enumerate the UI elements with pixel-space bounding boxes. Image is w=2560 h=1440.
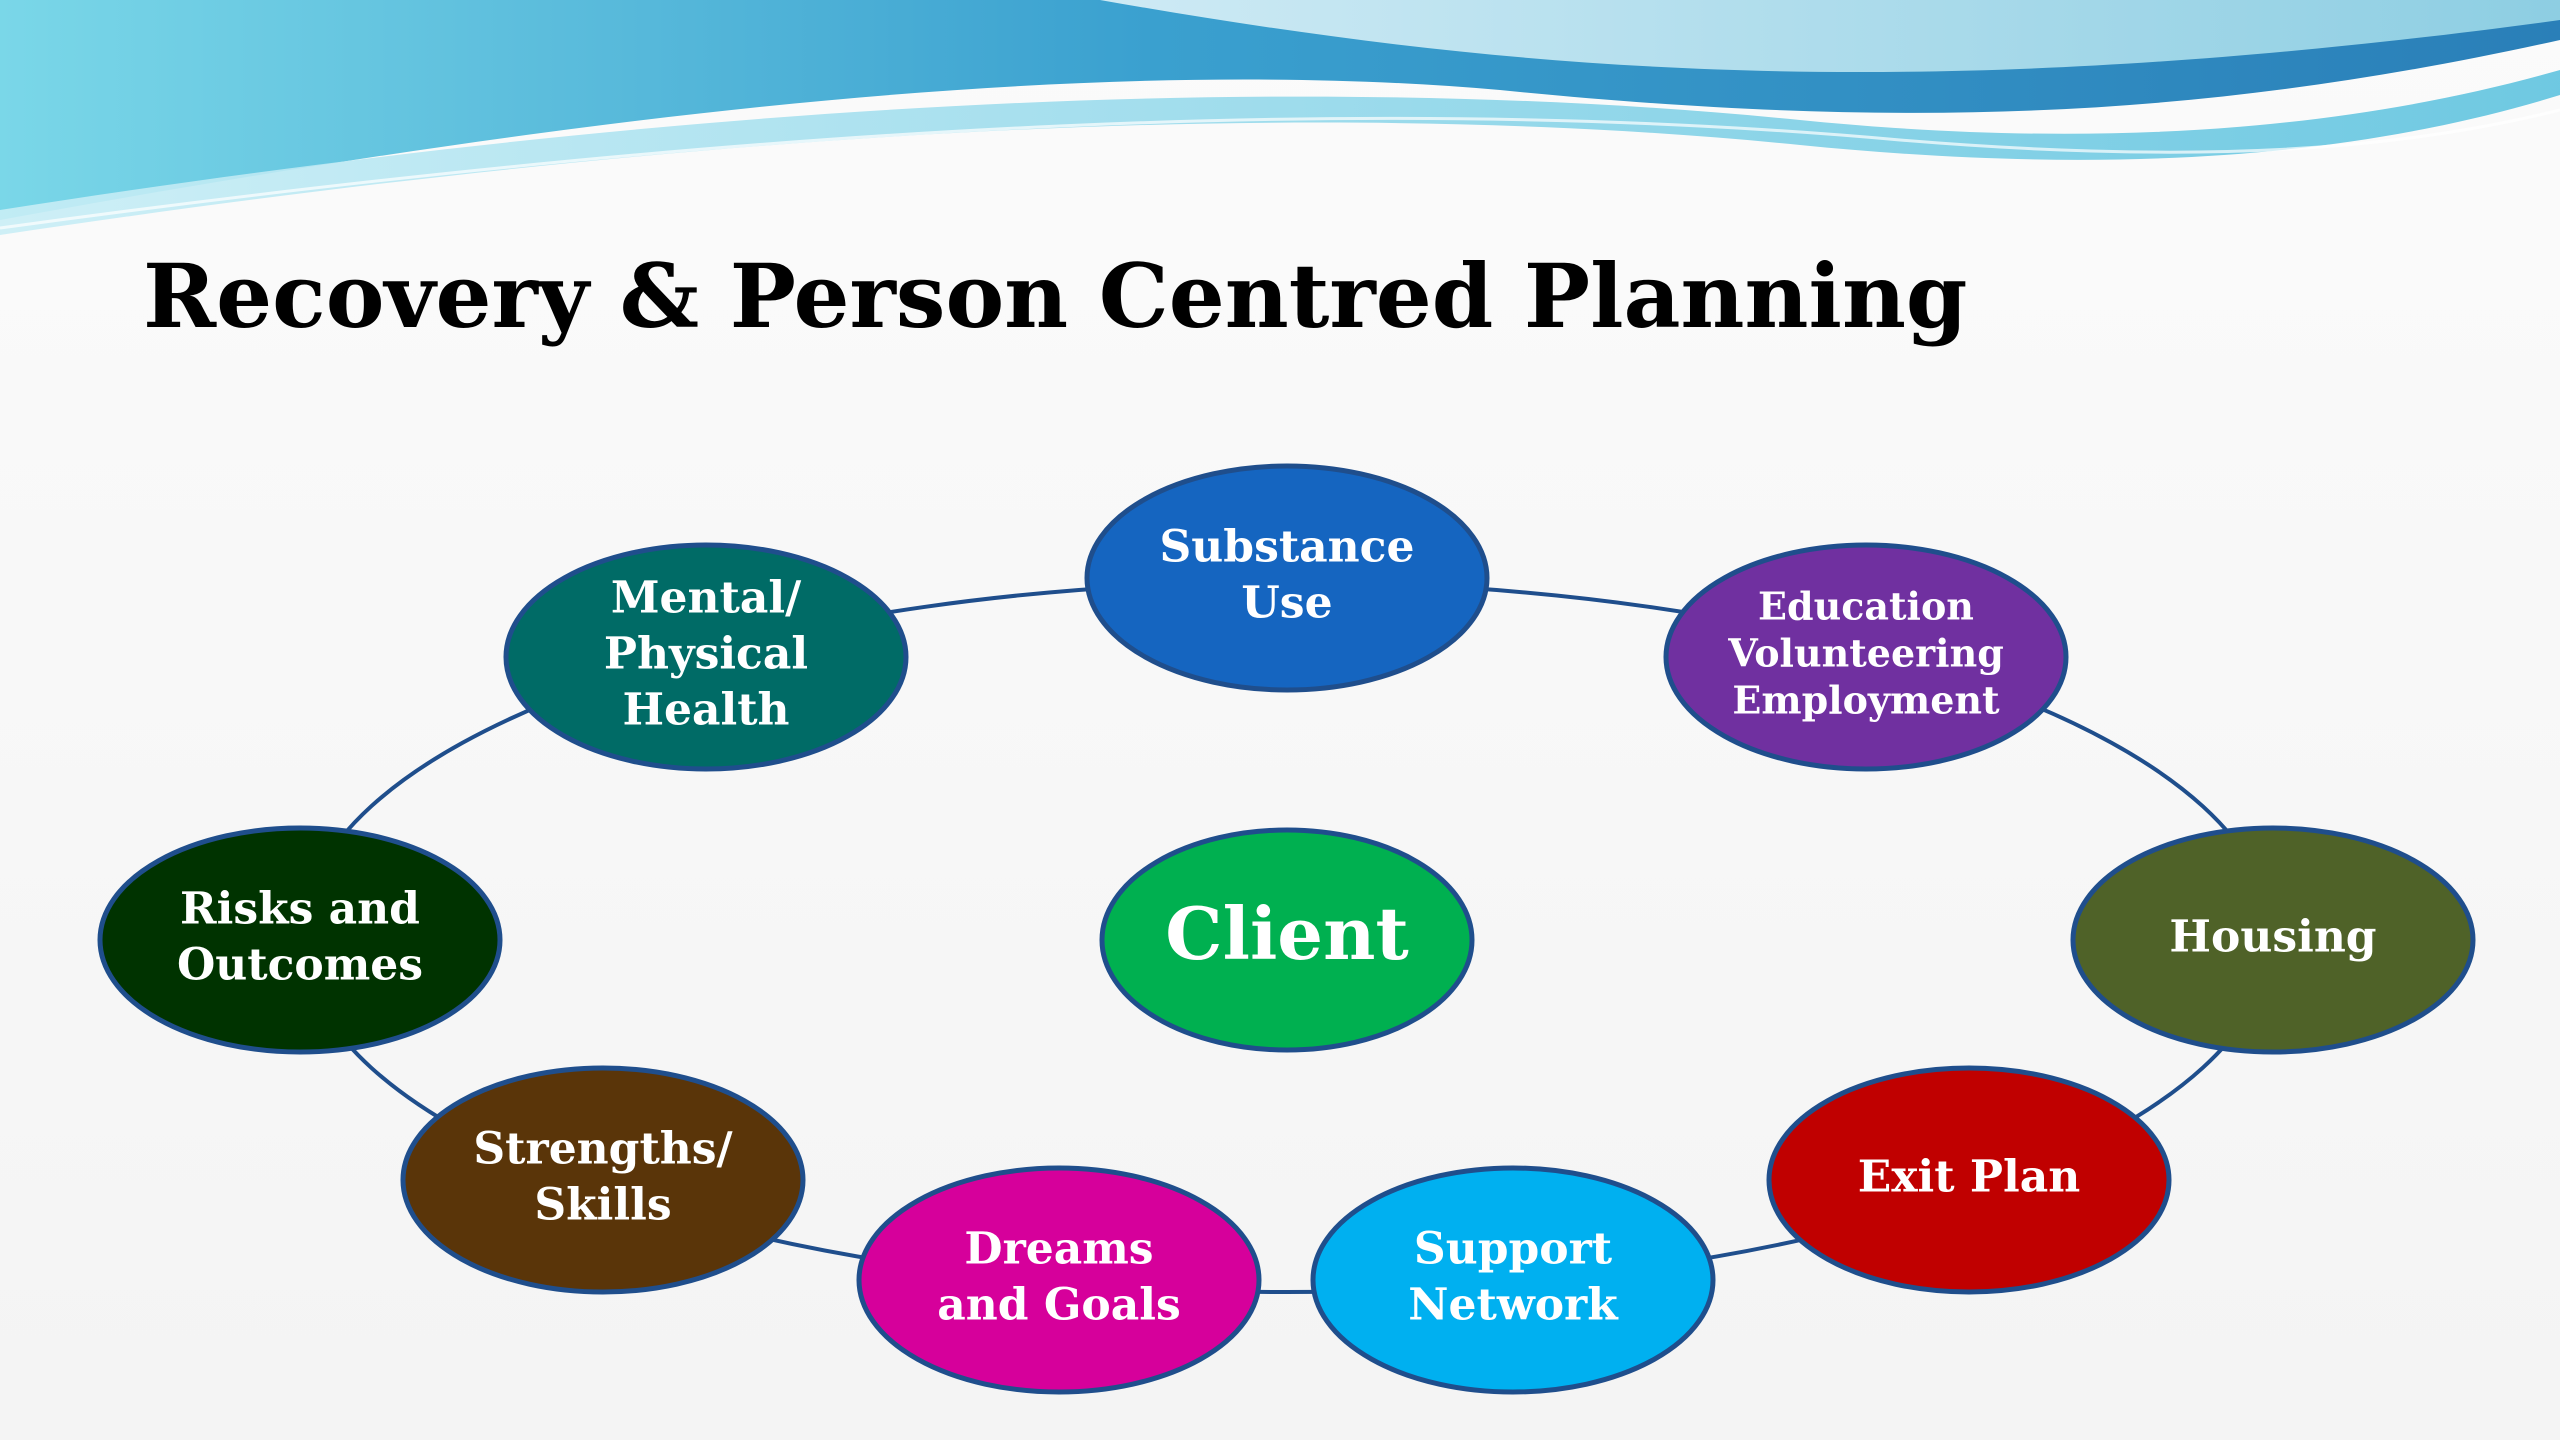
node-dreams-goals-label-line: and Goals xyxy=(937,1280,1181,1331)
node-exit-plan: Exit Plan xyxy=(1766,1065,2172,1295)
node-dreams-goals-shape xyxy=(856,1165,1262,1395)
node-exit-plan-label-line: Exit Plan xyxy=(1858,1152,2080,1203)
node-housing: Housing xyxy=(2070,825,2476,1055)
node-education-label-line: Employment xyxy=(1732,678,2000,723)
node-mental-physical-health-label-line: Health xyxy=(622,685,789,736)
node-education-label-line: Education xyxy=(1758,584,1974,629)
client-label: Client xyxy=(1165,891,1408,976)
node-education-label-line: Volunteering xyxy=(1727,631,2004,676)
node-strengths-skills-label-line: Skills xyxy=(534,1180,671,1231)
node-mental-physical-health-label-line: Physical xyxy=(604,629,808,680)
node-substance-use-label-line: Use xyxy=(1241,578,1332,629)
node-strengths-skills-label-line: Strengths/ xyxy=(473,1124,733,1175)
node-strengths-skills-shape xyxy=(400,1065,806,1295)
node-dreams-goals-label-line: Dreams xyxy=(964,1224,1153,1275)
wave-banner xyxy=(0,0,2560,235)
center-node: Client xyxy=(1099,827,1475,1053)
node-exit-plan-shape xyxy=(1766,1065,2172,1295)
node-education-shape xyxy=(1663,542,2069,772)
node-support-network-label-line: Support xyxy=(1414,1224,1613,1275)
node-housing-shape xyxy=(2070,825,2476,1055)
node-strengths-skills: Strengths/Skills xyxy=(400,1065,806,1295)
node-support-network-shape xyxy=(1310,1165,1716,1395)
node-risks-outcomes-label-line: Outcomes xyxy=(177,940,423,991)
node-risks-outcomes-shape xyxy=(97,825,503,1055)
page-title: Recovery & Person Centred Planning xyxy=(143,244,1968,348)
node-housing-label-line: Housing xyxy=(2169,912,2376,963)
node-substance-use-label-line: Substance xyxy=(1160,522,1415,573)
client-shape xyxy=(1099,827,1475,1053)
node-substance-use-shape xyxy=(1084,463,1490,693)
node-risks-outcomes-label-line: Risks and xyxy=(180,884,420,935)
node-support-network-label-line: Network xyxy=(1408,1280,1619,1331)
node-mental-physical-health-label-line: Mental/ xyxy=(611,573,802,624)
node-mental-physical-health-shape xyxy=(503,542,909,772)
